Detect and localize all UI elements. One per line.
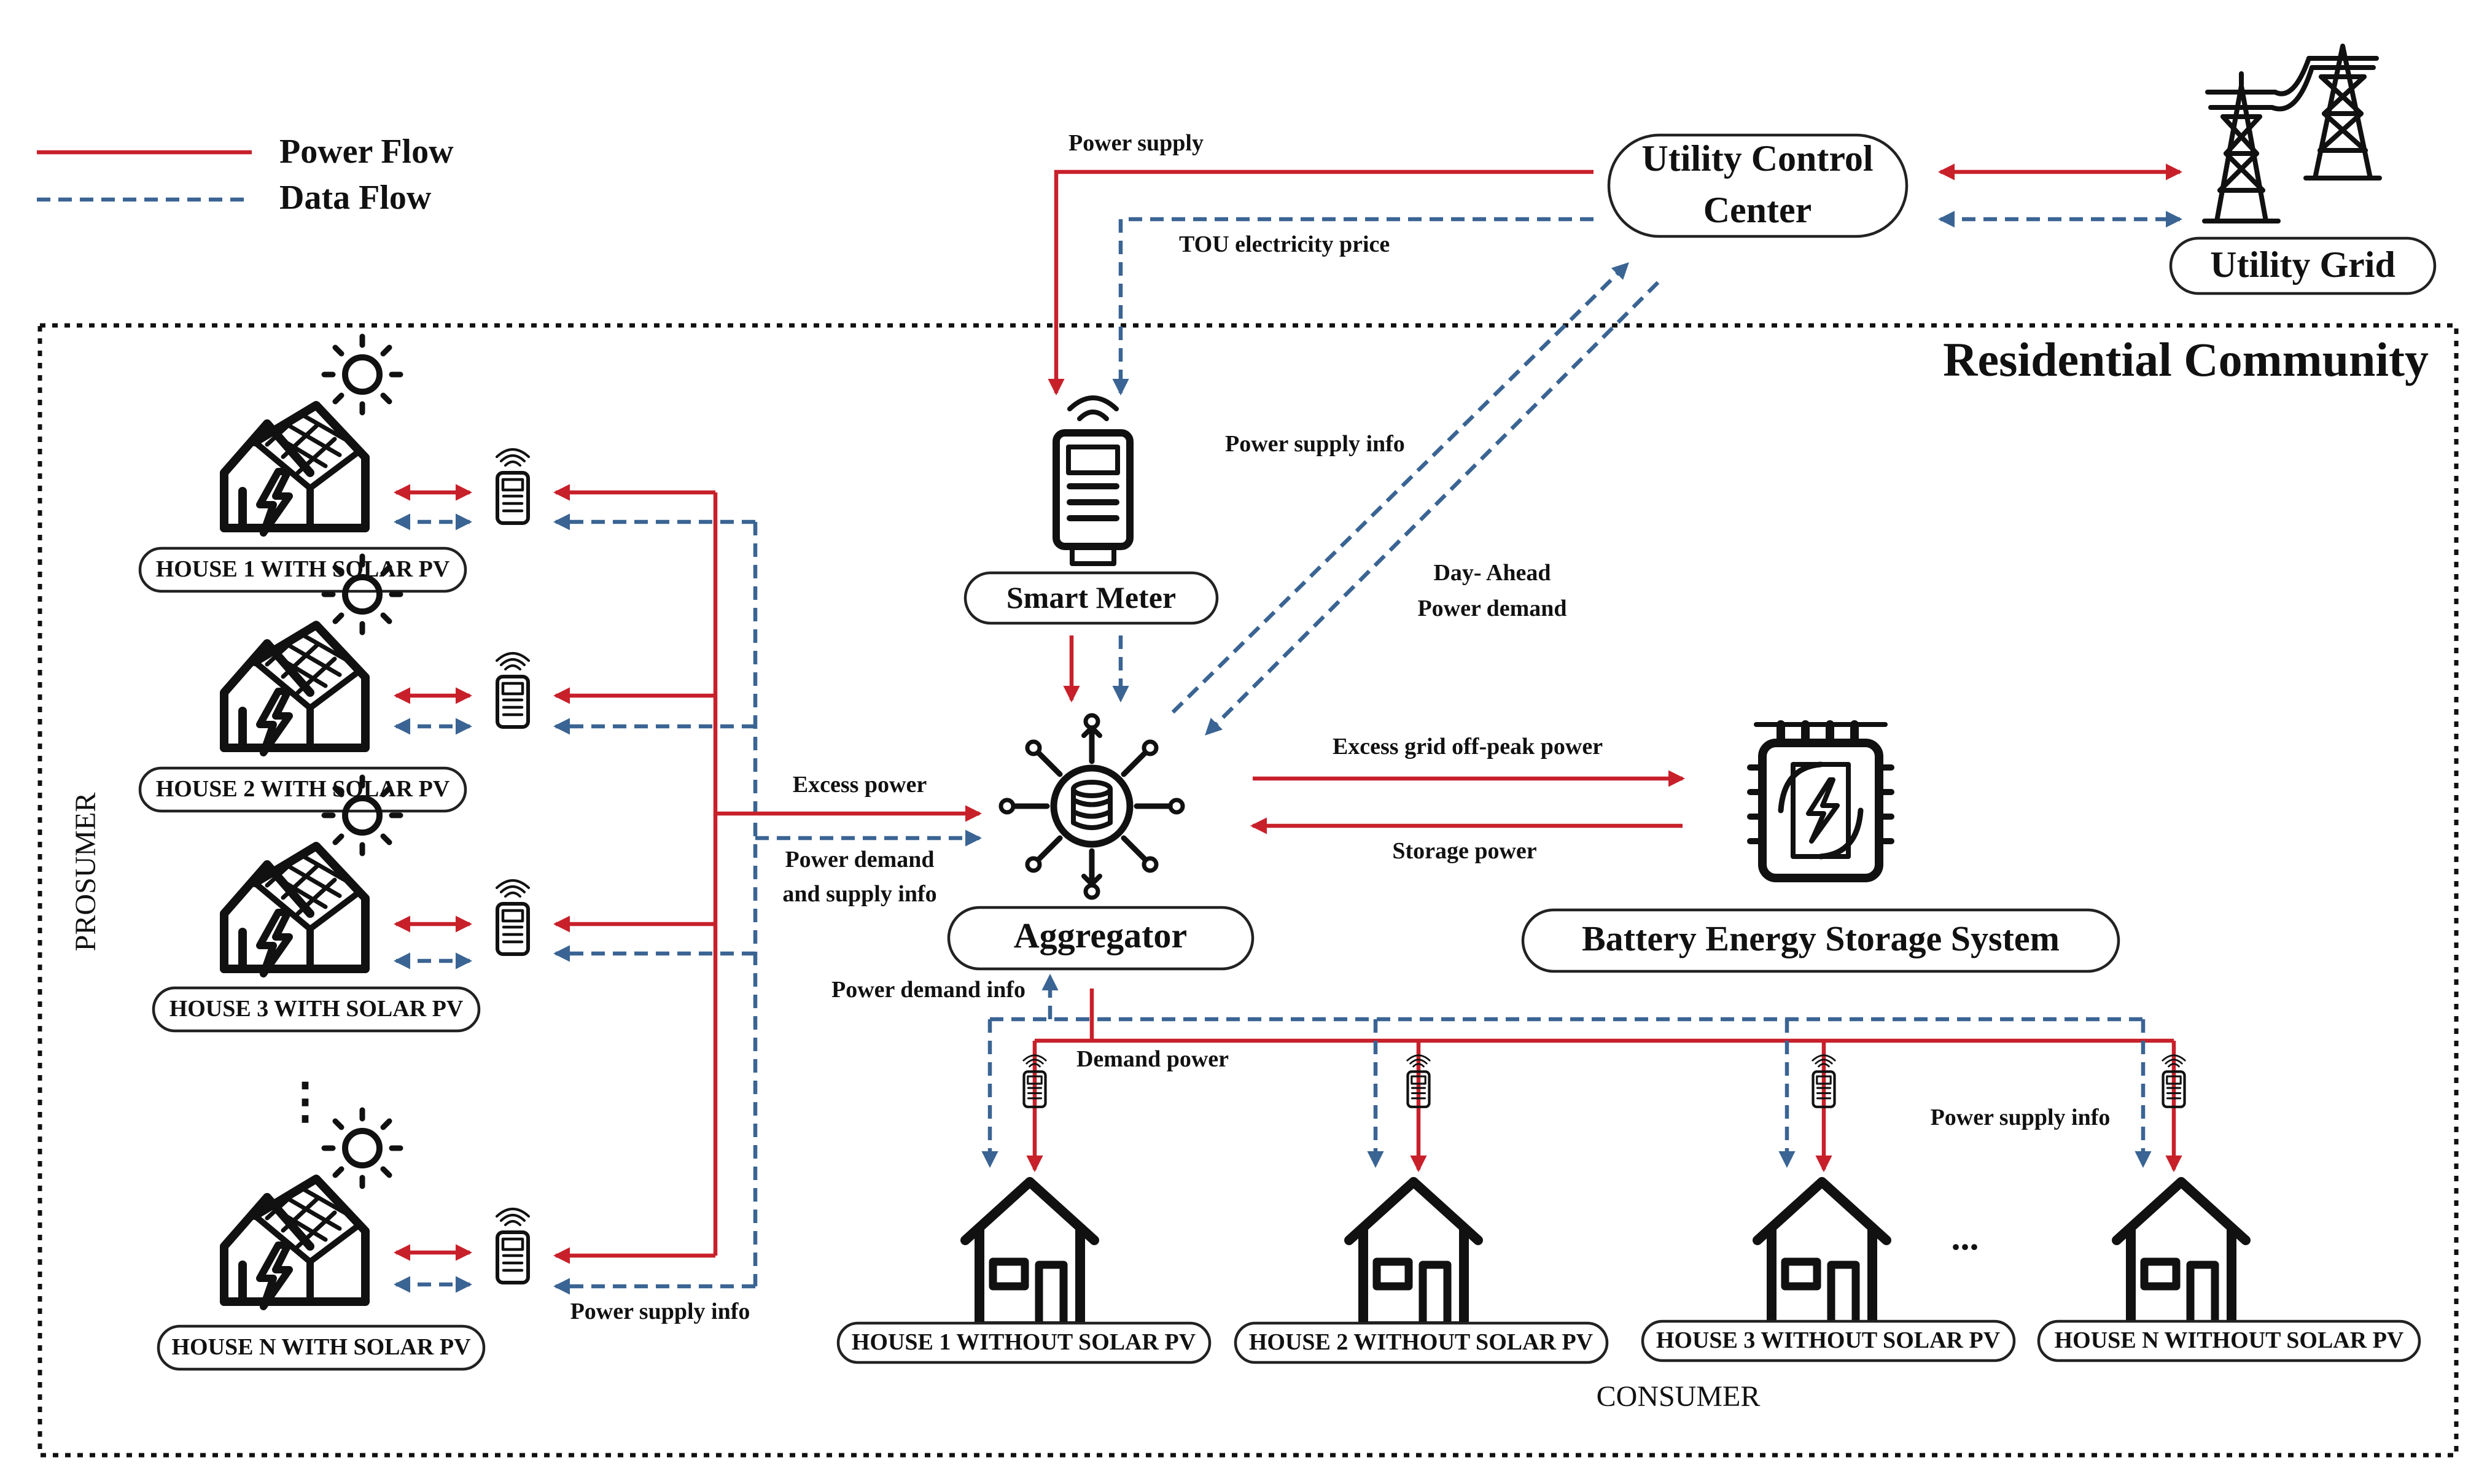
bess-label: Battery Energy Storage System: [1582, 919, 2060, 958]
consumer-ellipsis: ...: [1952, 1217, 1979, 1257]
community-border: [37, 323, 2459, 1458]
prosumer-3-label: HOUSE 3 WITH SOLAR PV: [169, 996, 464, 1022]
prosumer-n-node: [157, 1324, 486, 1371]
edge-tou-price: TOU electricity price: [1179, 231, 1390, 257]
smart-meter-icon: [497, 449, 529, 523]
prosumer-2-label: HOUSE 2 WITH SOLAR PV: [156, 776, 450, 802]
prosumer-ellipsis: ⋮: [281, 1074, 330, 1129]
smart-meter-icon: [497, 653, 529, 727]
prosumer-2-node: [138, 766, 467, 813]
solar-house-icon: [224, 1110, 400, 1307]
legend-power-flow: Power Flow: [279, 133, 454, 171]
consumer-3-label: HOUSE 3 WITHOUT SOLAR PV: [1656, 1327, 2001, 1353]
bess-node: [1521, 908, 2120, 973]
prosumer-label: PROSUMER: [69, 793, 102, 952]
consumer-1-label: HOUSE 1 WITHOUT SOLAR PV: [852, 1329, 1196, 1355]
database-hub-icon: [998, 713, 1185, 900]
edge-power-supply-info-right: Power supply info: [1931, 1105, 2111, 1130]
utility-control-center: [1607, 133, 1909, 238]
edge-excess-power: Excess power: [793, 772, 927, 798]
smart-meter-label: Smart Meter: [1006, 580, 1176, 615]
utility-control-label-2: Center: [1703, 190, 1812, 230]
smart-meter-icon: [497, 1209, 529, 1283]
edge-power-supply-info-top: Power supply info: [1225, 431, 1405, 457]
consumer-3-node: [1641, 1319, 2016, 1362]
house-icon: [1757, 1182, 1886, 1326]
solar-house-icon: [224, 336, 400, 533]
aggregator-node: [947, 906, 1255, 971]
consumer-label: CONSUMER: [1597, 1380, 1761, 1413]
edge-day-ahead-2: Power demand: [1417, 596, 1566, 621]
consumer-n-label: HOUSE N WITHOUT SOLAR PV: [2055, 1327, 2404, 1353]
edge-power-demand-supply-1: Power demand: [785, 847, 934, 872]
consumer-2-label: HOUSE 2 WITHOUT SOLAR PV: [1249, 1329, 1594, 1355]
edge-excess-grid: Excess grid off-peak power: [1333, 734, 1603, 759]
prosumer-3-node: [152, 986, 481, 1033]
smart-meter-icon: [1056, 398, 1130, 564]
house-icon: [2117, 1182, 2246, 1326]
utility-grid-label: Utility Grid: [2210, 244, 2395, 285]
legend-data-flow: Data Flow: [279, 179, 432, 217]
prosumer-n-label: HOUSE N WITH SOLAR PV: [171, 1334, 471, 1360]
consumer-1-node: [836, 1321, 1212, 1364]
edge-power-supply-info-left: Power supply info: [570, 1299, 750, 1324]
edge-power-demand-info: Power demand info: [831, 977, 1025, 1003]
transmission-tower-icon: [2202, 44, 2382, 223]
prosumer-1-node: [138, 546, 467, 593]
community-title: Residential Community: [1943, 333, 2429, 386]
house-icon: [1349, 1182, 1478, 1326]
aggregator-label: Aggregator: [1014, 915, 1187, 955]
battery-chip-icon: [1747, 720, 1894, 882]
edge-power-demand-supply-2: and supply info: [782, 881, 936, 907]
smart-meter-node: [963, 571, 1219, 625]
utility-control-label-1: Utility Control: [1641, 138, 1873, 179]
consumer-n-node: [2037, 1319, 2421, 1362]
house-icon: [965, 1182, 1094, 1326]
edge-demand-power: Demand power: [1076, 1046, 1229, 1072]
prosumer-1-label: HOUSE 1 WITH SOLAR PV: [156, 556, 450, 582]
consumer-2-node: [1234, 1321, 1609, 1364]
smart-meter-icon: [497, 880, 529, 954]
utility-grid-node: [2169, 236, 2437, 295]
edge-day-ahead-1: Day- Ahead: [1433, 560, 1551, 586]
edge-power-supply: Power supply: [1068, 130, 1204, 156]
edge-storage-power: Storage power: [1392, 838, 1536, 864]
